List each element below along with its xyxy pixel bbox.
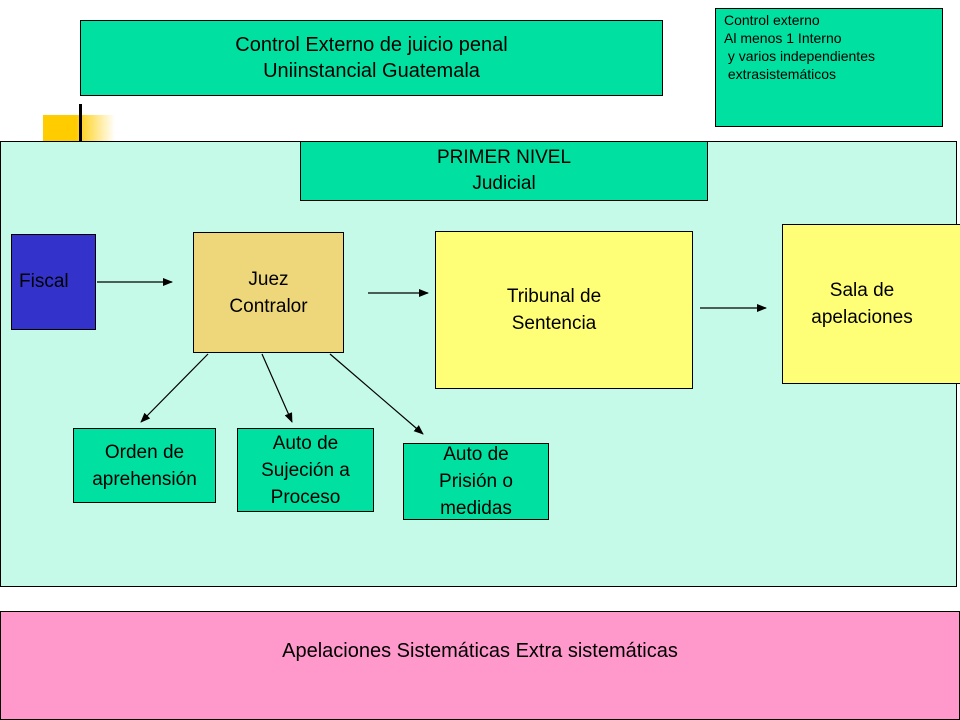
- sala-line-1: Sala de: [829, 280, 895, 301]
- title-line-2: Uniinstancial Guatemala: [263, 60, 480, 82]
- sala-apelaciones-node: Sala de apelaciones: [782, 224, 960, 384]
- juez-contralor-node: Juez Contralor: [193, 232, 344, 353]
- legend-line-1: Control externo: [724, 12, 820, 28]
- auto-prision-line-1: Auto de: [443, 444, 509, 465]
- arrow-juez-to-auto-prision: [329, 353, 424, 435]
- auto-prision-node: Auto de Prisión o medidas: [403, 443, 549, 520]
- auto-sujecion-line-1: Auto de: [272, 432, 339, 454]
- level-line-2: Judicial: [472, 173, 536, 194]
- level-line-1: PRIMER NIVEL: [436, 147, 572, 168]
- legend-line-2: Al menos 1 Interno: [724, 30, 842, 46]
- fiscal-label: Fiscal: [19, 271, 69, 292]
- orden-line-1: Orden de: [104, 441, 185, 463]
- tribunal-sentencia-node: Tribunal de Sentencia: [435, 231, 693, 389]
- juez-line-1: Juez: [248, 268, 289, 290]
- legend-line-3: y varios independientes: [724, 48, 875, 64]
- auto-prision-line-2: Prisión o: [439, 471, 513, 492]
- title-box: Control Externo de juicio penal Uniinsta…: [80, 20, 663, 96]
- tribunal-line-1: Tribunal de: [506, 286, 602, 307]
- auto-sujecion-node: Auto de Sujeción a Proceso: [237, 428, 374, 512]
- orden-line-2: aprehensión: [92, 468, 197, 490]
- bottom-apelaciones-box: Apelaciones Sistemáticas Extra sistemáti…: [0, 611, 960, 720]
- bottom-label: Apelaciones Sistemáticas Extra sistemáti…: [282, 640, 678, 662]
- fiscal-node: Fiscal: [11, 234, 96, 330]
- juez-line-2: Contralor: [229, 295, 308, 317]
- legend-box: Control externo Al menos 1 Interno y var…: [715, 8, 943, 127]
- arrow-juez-to-auto-sujecion: [261, 353, 293, 423]
- decorative-bar: [79, 104, 82, 142]
- auto-sujecion-line-2: Sujeción a: [261, 459, 350, 481]
- legend-line-4: extrasistemáticos: [724, 66, 837, 82]
- arrow-juez-to-orden: [140, 353, 209, 423]
- title-line-1: Control Externo de juicio penal: [235, 34, 508, 56]
- level-header-box: PRIMER NIVEL Judicial: [300, 141, 708, 201]
- orden-aprehension-node: Orden de aprehensión: [73, 428, 216, 503]
- auto-sujecion-line-3: Proceso: [270, 486, 341, 508]
- sala-line-2: apelaciones: [811, 307, 913, 328]
- auto-prision-line-3: medidas: [440, 498, 512, 519]
- tribunal-line-2: Sentencia: [511, 313, 597, 334]
